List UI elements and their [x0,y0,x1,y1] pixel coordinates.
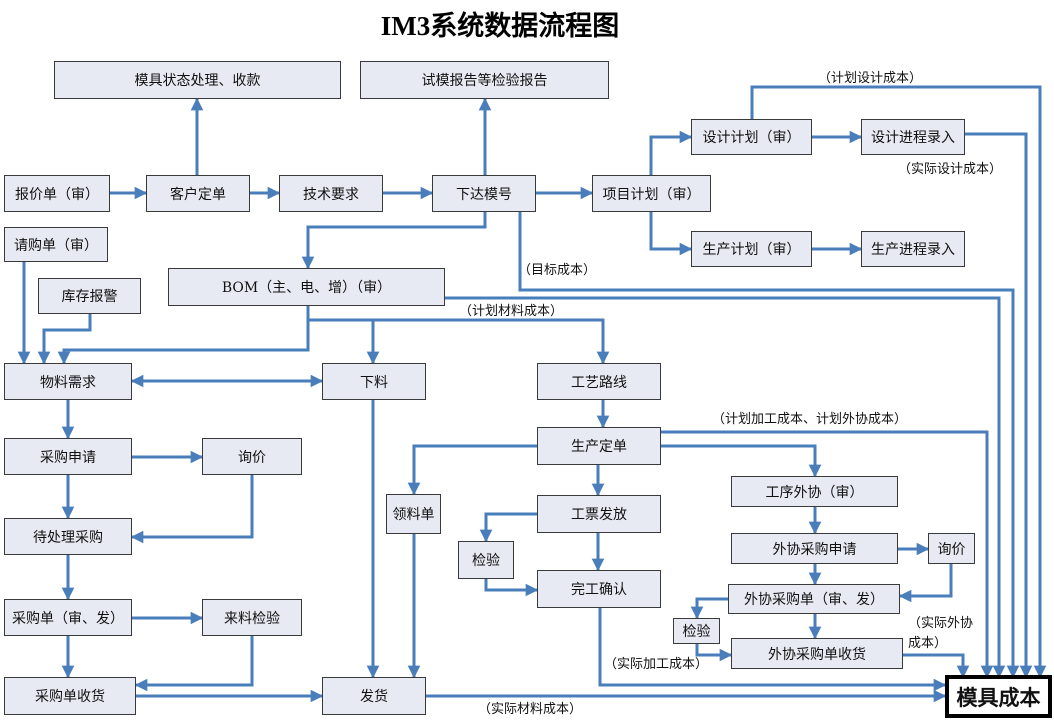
connector-arrow [649,130,693,175]
node-outsource[interactable]: 工序外协（审） [731,476,898,507]
label-actual-process-cost: （实际加工成本） [604,657,709,672]
node-inquiry[interactable]: 询价 [202,438,302,475]
label-plan-material-cost: （计划材料成本） [459,304,564,319]
node-incoming-inspect[interactable]: 来料检验 [202,599,302,636]
connector-arrow [407,444,537,496]
connector-arrow [598,608,947,692]
connector-arrow [57,306,310,365]
node-outsource-inspect[interactable]: 检验 [673,618,720,644]
connector-arrow [479,512,537,543]
node-purchase-apply[interactable]: 采购申请 [4,438,132,475]
label-actual-design-cost: （实际设计成本） [898,162,1003,177]
label-target-cost: （目标成本） [518,263,597,278]
node-mold-cost[interactable]: 模具成本 [945,675,1052,718]
node-design-plan[interactable]: 设计计划（审） [691,119,812,155]
node-prod-entry[interactable]: 生产进程录入 [861,231,965,267]
node-purchase-order[interactable]: 采购单（审、发） [4,599,132,636]
node-project-plan[interactable]: 项目计划（审） [592,175,711,212]
node-pending-purchase[interactable]: 待处理采购 [4,518,132,555]
node-completion[interactable]: 完工确认 [537,570,661,608]
connector-arrow [965,132,1033,679]
connector-arrow [37,314,92,365]
node-inspect[interactable]: 检验 [458,541,514,579]
connector-arrow [661,430,994,679]
connector-arrow [134,636,254,692]
node-design-entry[interactable]: 设计进程录入 [861,119,965,155]
node-stock-alarm[interactable]: 库存报警 [38,278,141,314]
connector-arrow [301,212,487,270]
node-tech-req[interactable]: 技术要求 [279,175,383,212]
node-outsource-receipt[interactable]: 外协采购单收货 [731,638,903,669]
label-plan-design-cost: （计划设计成本） [818,71,923,86]
connector-arrow [661,444,822,478]
node-bom[interactable]: BOM（主、电、增）（审） [168,268,445,306]
node-customer-order[interactable]: 客户定单 [146,175,250,212]
connector-arrow [750,85,1047,679]
connector-arrow [518,212,1020,679]
page-title: IM3系统数据流程图 [380,11,620,41]
label-plan-process-cost: （计划加工成本、计划外协成本） [712,412,908,427]
node-outsource-order[interactable]: 外协采购单（审、发） [728,584,900,614]
connector-arrow [484,579,539,597]
label-actual-material-cost: （实际材料成本） [478,702,583,717]
connector-arrow [649,212,693,256]
connector-arrow [695,644,733,662]
connector-arrow [445,296,1006,679]
node-release-mold[interactable]: 下达模号 [432,175,536,212]
node-purchase-req-form[interactable]: 请购单（审） [4,227,108,262]
connector-arrow [130,475,254,544]
node-job-ticket[interactable]: 工票发放 [537,495,661,533]
connector-arrow [308,318,610,365]
node-quote[interactable]: 报价单（审） [4,175,110,212]
connector-arrow [690,597,728,620]
node-mold-status[interactable]: 模具状态处理、收款 [54,61,341,99]
node-process-route[interactable]: 工艺路线 [537,363,661,400]
connector-arrow [903,653,970,679]
node-outsource-apply[interactable]: 外协采购申请 [731,533,898,564]
node-purchase-receipt[interactable]: 采购单收货 [4,677,136,715]
node-outsource-inquiry[interactable]: 询价 [928,533,975,564]
node-material-demand[interactable]: 物料需求 [4,363,132,400]
node-prod-order[interactable]: 生产定单 [537,427,661,465]
node-pick-list[interactable]: 领料单 [386,494,441,534]
node-blanking[interactable]: 下料 [322,363,426,400]
label-actual-outsource-cost: （实际外协成本） [908,616,974,651]
connector-arrow [898,564,953,603]
node-delivery[interactable]: 发货 [322,677,426,715]
node-prod-plan[interactable]: 生产计划（审） [691,231,812,267]
node-trial-report[interactable]: 试模报告等检验报告 [360,61,609,99]
